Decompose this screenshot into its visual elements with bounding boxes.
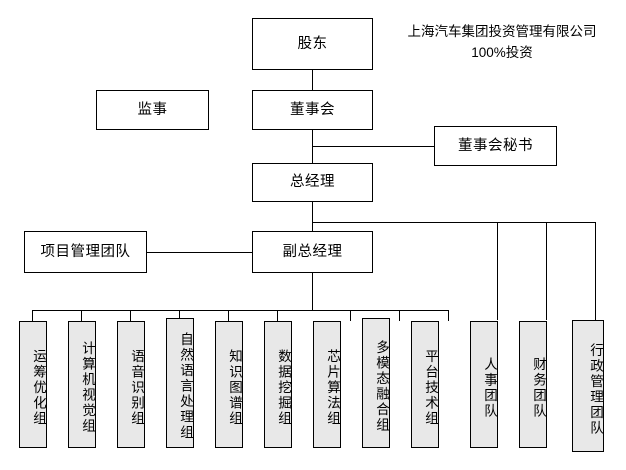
node-department-4-label: 自然语言处理组 <box>178 331 193 441</box>
node-board-secretary-label: 董事会秘书 <box>458 137 533 154</box>
connector-deputy-project-team <box>147 252 252 254</box>
node-department-2[interactable]: 计算机视觉组 <box>68 321 96 448</box>
node-department-8[interactable]: 多模态融合组 <box>362 318 390 448</box>
shareholder-annotation: 上海汽车集团投资管理有限公司 100%投资 <box>407 24 597 60</box>
node-board-of-directors[interactable]: 董事会 <box>252 90 373 130</box>
node-department-7-label: 芯片算法组 <box>325 348 340 427</box>
node-department-3-label: 语音识别组 <box>129 348 144 427</box>
node-board-label: 董事会 <box>290 101 335 118</box>
node-department-7[interactable]: 芯片算法组 <box>313 321 341 448</box>
node-general-manager-label: 总经理 <box>290 174 335 191</box>
node-department-12[interactable]: 行政管理团队 <box>572 320 604 452</box>
node-shareholder[interactable]: 股东 <box>252 18 373 70</box>
node-shareholder-label: 股东 <box>297 35 328 52</box>
connector-deputy-stem <box>312 273 314 310</box>
connector-gm-drop-hr <box>497 222 499 320</box>
node-department-5[interactable]: 知识图谱组 <box>215 321 243 448</box>
connector-group-drop-2 <box>81 310 83 321</box>
node-department-11[interactable]: 财务团队 <box>519 321 547 448</box>
node-department-11-label: 财务团队 <box>531 356 546 419</box>
node-department-4[interactable]: 自然语言处理组 <box>166 318 194 448</box>
connector-gm-deputy <box>312 202 314 231</box>
connector-group-drop-7 <box>350 310 352 321</box>
node-deputy-general-manager[interactable]: 副总经理 <box>252 231 373 273</box>
node-project-management-team-label: 项目管理团队 <box>40 243 131 260</box>
node-department-12-label: 行政管理团队 <box>588 342 603 436</box>
connector-group-drop-6 <box>277 310 279 321</box>
node-general-manager[interactable]: 总经理 <box>252 163 373 202</box>
connector-deputy-group-bus <box>32 310 448 312</box>
node-board-secretary[interactable]: 董事会秘书 <box>434 126 557 166</box>
connector-gm-support-bus <box>312 222 596 224</box>
node-department-10-label: 人事团队 <box>482 356 497 419</box>
connector-group-drop-5 <box>228 310 230 321</box>
node-supervisor-label: 监事 <box>137 101 168 118</box>
node-deputy-general-manager-label: 副总经理 <box>282 243 343 260</box>
connector-group-drop-9 <box>448 310 450 321</box>
connector-group-drop-1 <box>32 310 34 321</box>
node-department-5-label: 知识图谱组 <box>227 348 242 427</box>
connector-board-secretary <box>312 146 434 148</box>
node-department-6-label: 数据挖掘组 <box>276 348 291 427</box>
connector-group-drop-8 <box>399 310 401 321</box>
connector-group-drop-4 <box>179 310 181 321</box>
node-department-10[interactable]: 人事团队 <box>470 321 498 448</box>
connector-gm-drop-finance <box>546 222 548 320</box>
node-department-1-label: 运筹优化组 <box>31 348 46 427</box>
connector-gm-drop-admin <box>595 222 597 320</box>
node-department-9-label: 平台技术组 <box>423 348 438 427</box>
node-department-1[interactable]: 运筹优化组 <box>19 321 47 448</box>
node-project-management-team[interactable]: 项目管理团队 <box>24 231 147 273</box>
connector-group-drop-3 <box>130 310 132 321</box>
node-department-8-label: 多模态融合组 <box>374 339 389 433</box>
connector-shareholder-board <box>312 70 314 90</box>
node-supervisor[interactable]: 监事 <box>96 90 209 130</box>
node-department-3[interactable]: 语音识别组 <box>117 321 145 448</box>
node-department-9[interactable]: 平台技术组 <box>411 321 439 448</box>
node-department-6[interactable]: 数据挖掘组 <box>264 321 292 448</box>
node-department-2-label: 计算机视觉组 <box>80 341 95 434</box>
